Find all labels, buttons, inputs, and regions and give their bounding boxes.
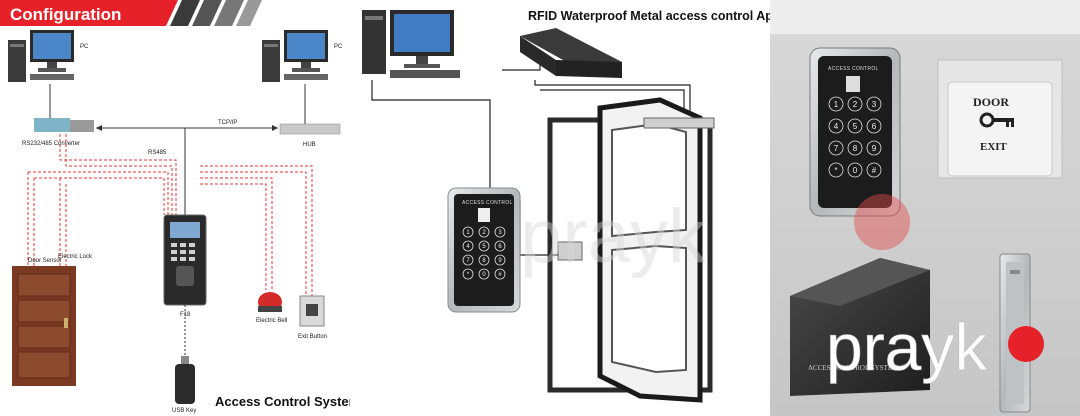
electric-bell: Electric Bell — [256, 292, 287, 324]
right-keypad-key-label-3: 4 — [834, 122, 839, 131]
middle-title: RFID Waterproof Metal access control App… — [528, 9, 824, 23]
middle-keypad-key-7 — [478, 254, 490, 266]
middle-keypad-label: ACCESS CONTROL — [462, 200, 513, 206]
exit-button-label: Exit Button — [298, 334, 327, 340]
key-icon — [979, 112, 1014, 128]
middle-keypad-key-label-0: 1 — [466, 230, 470, 236]
middle-keypad-key-label-1: 2 — [482, 230, 486, 236]
tcpip-label: TCP/IP — [218, 120, 237, 126]
converter-label: RS232/485 Converter — [22, 141, 80, 147]
power-box: ACCESS CONTROL SYSTEM — [790, 258, 930, 396]
middle-keypad-key-6 — [462, 254, 474, 266]
usb-key: USB Key — [172, 305, 196, 414]
hub: HUB — [279, 84, 341, 148]
right-keypad-key-label-4: 5 — [853, 122, 858, 131]
middle-keypad-key-label-8: 9 — [498, 258, 502, 264]
right-keypad-key-10 — [847, 162, 863, 178]
middle-keypad-key-label-6: 7 — [466, 258, 470, 264]
right-keypad-key-label-6: 7 — [834, 144, 839, 153]
exit-plate-line1: DOOR — [973, 95, 1009, 109]
rs485-wiring — [27, 134, 313, 296]
right-keypad-key-6 — [828, 140, 844, 156]
pc-right: PC — [262, 30, 343, 82]
terminal-label: F18 — [180, 312, 191, 318]
exit-button: Exit Button — [298, 295, 327, 340]
middle-keypad-key-10 — [478, 268, 490, 280]
right-keypad-key-8 — [866, 140, 882, 156]
configuration-header: Configuration — [0, 0, 262, 26]
right-keypad-key-label-10: 0 — [853, 166, 858, 175]
right-keypad-key-label-11: # — [872, 166, 877, 175]
hub-label: HUB — [303, 142, 316, 148]
middle-keypad-key-2 — [494, 226, 506, 238]
right-keypad-key-4 — [847, 118, 863, 134]
electric-bell-label: Electric Bell — [256, 318, 287, 324]
pc-left: PC — [8, 30, 89, 82]
middle-keypad-key-label-2: 3 — [498, 230, 502, 236]
watermark-corner: prayk — [826, 310, 1044, 384]
middle-keypad: ACCESS CONTROL 1 2 3 4 5 6 7 8 9 * 0 # — [447, 187, 521, 313]
left-panel: Configuration PC PC — [0, 0, 490, 416]
middle-keypad-key-5 — [494, 240, 506, 252]
right-keypad-key-5 — [866, 118, 882, 134]
door: Door Sensor Electric Lock — [12, 254, 93, 386]
middle-keypad-key-label-10: 0 — [482, 272, 486, 278]
middle-keypad-key-0 — [462, 226, 474, 238]
watermark-center-dot — [854, 194, 910, 250]
middle-keypad-key-label-7: 8 — [482, 258, 486, 264]
usb-key-label: USB Key — [172, 408, 196, 414]
right-keypad-key-11 — [866, 162, 882, 178]
middle-keypad-key-label-9: * — [467, 272, 470, 278]
watermark-center: prayk — [520, 194, 910, 279]
right-keypad-key-1 — [847, 96, 863, 112]
right-keypad-key-0 — [828, 96, 844, 112]
right-keypad-key-9 — [828, 162, 844, 178]
right-keypad-key-label-1: 2 — [853, 100, 858, 109]
electric-lock-label: Electric Lock — [58, 254, 93, 260]
middle-control-box — [520, 28, 622, 78]
pc-right-label: PC — [334, 44, 343, 50]
middle-panel: RFID Waterproof Metal access control App… — [350, 0, 824, 416]
middle-door-frame — [547, 97, 715, 403]
middle-pc — [362, 10, 460, 78]
exit-plate-line2: EXIT — [980, 141, 1008, 153]
middle-keypad-key-3 — [462, 240, 474, 252]
right-keypad-key-label-5: 6 — [872, 122, 877, 131]
middle-keypad-key-8 — [494, 254, 506, 266]
exit-plate: DOOR EXIT — [937, 59, 1063, 179]
right-keypad-key-label-0: 1 — [834, 100, 839, 109]
pc-left-label: PC — [80, 44, 89, 50]
middle-keypad-key-label-3: 4 — [466, 244, 470, 250]
right-keypad-key-2 — [866, 96, 882, 112]
middle-keypad-key-label-11: # — [498, 272, 502, 278]
right-keypad-label: ACCESS CONTROL — [828, 66, 879, 72]
middle-keypad-key-4 — [478, 240, 490, 252]
right-keypad-key-label-8: 9 — [872, 144, 877, 153]
right-keypad-key-label-2: 3 — [872, 100, 877, 109]
middle-keypad-key-label-4: 5 — [482, 244, 486, 250]
configuration-title: Configuration — [10, 5, 121, 24]
middle-keypad-key-1 — [478, 226, 490, 238]
right-panel: ACCESS CONTROL 1 2 3 4 5 6 7 8 9 * 0 # DOOR EXIT AC… — [770, 0, 1080, 416]
door-sensor-label: Door Sensor — [28, 258, 62, 264]
watermark-corner-dot — [1008, 326, 1044, 362]
watermark-corner-text: prayk — [826, 310, 988, 384]
middle-keypad-key-label-5: 6 — [498, 244, 502, 250]
terminal-f18: F18 — [163, 214, 207, 318]
right-keypad-key-label-7: 8 — [853, 144, 858, 153]
converter: RS232/485 Converter — [22, 84, 94, 147]
right-keypad-key-label-9: * — [834, 166, 837, 175]
right-keypad-key-7 — [847, 140, 863, 156]
middle-keypad-key-11 — [494, 268, 506, 280]
right-keypad: ACCESS CONTROL 1 2 3 4 5 6 7 8 9 * 0 # — [809, 47, 901, 217]
rs485-label: RS485 — [148, 150, 167, 156]
right-keypad-key-3 — [828, 118, 844, 134]
tcpip-link: TCP/IP — [96, 120, 278, 215]
middle-keypad-key-9 — [462, 268, 474, 280]
watermark-center-text: prayk — [520, 194, 707, 279]
power-box-label: ACCESS CONTROL SYSTEM — [808, 364, 899, 372]
